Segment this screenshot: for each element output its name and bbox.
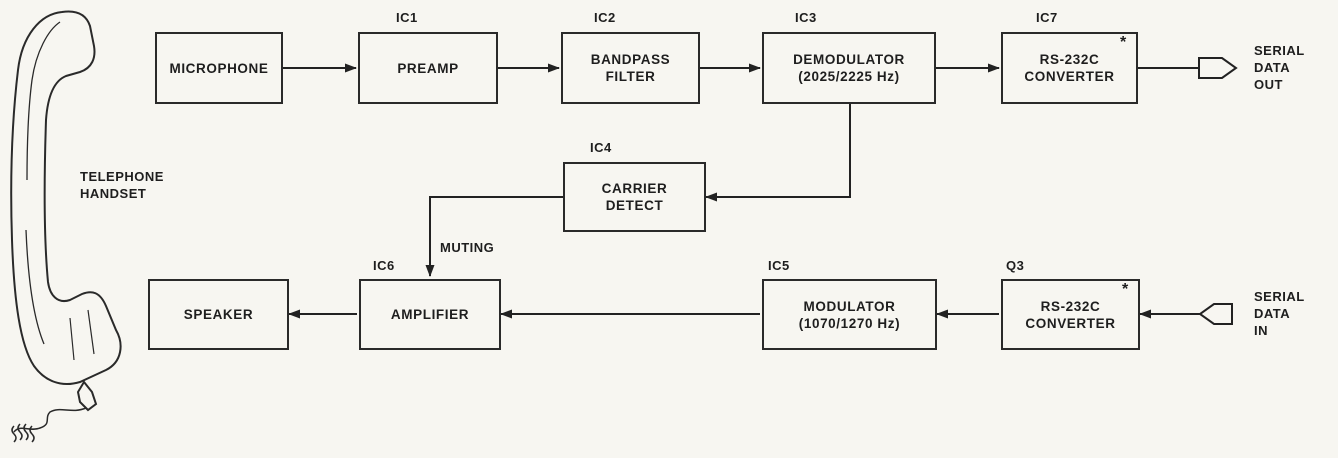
demodulator-block: DEMODULATOR (2025/2225 Hz) [762, 32, 936, 104]
handset-label: TELEPHONE HANDSET [80, 169, 164, 201]
preamp-block: PREAMP [358, 32, 498, 104]
modulator-block: MODULATOR (1070/1270 Hz) [762, 279, 937, 350]
ic6-label: IC6 [373, 258, 395, 273]
serial-data-out-label: SERIAL DATA OUT [1254, 43, 1305, 92]
rs232-in-asterisk: * [1122, 281, 1129, 298]
rs232c-converter-in-block: RS-232C CONVERTER [1001, 279, 1140, 350]
carrier-detect-block: CARRIER DETECT [563, 162, 706, 232]
ic3-label: IC3 [795, 10, 817, 25]
muting-label: MUTING [440, 240, 495, 255]
ic1-label: IC1 [396, 10, 418, 25]
q3-label: Q3 [1006, 258, 1025, 273]
serial-out-connector-icon [1198, 57, 1238, 79]
speaker-block: SPEAKER [148, 279, 289, 350]
serial-data-in-label: SERIAL DATA IN [1254, 289, 1305, 338]
rs232-out-asterisk: * [1120, 34, 1127, 51]
amplifier-block: AMPLIFIER [359, 279, 501, 350]
arrow-demod-to-carrier [705, 104, 851, 202]
ic4-label: IC4 [590, 140, 612, 155]
ic2-label: IC2 [594, 10, 616, 25]
ic5-label: IC5 [768, 258, 790, 273]
serial-in-connector-icon [1198, 303, 1233, 325]
ic7-label: IC7 [1036, 10, 1058, 25]
telephone-handset-icon [10, 10, 122, 443]
rs232c-converter-out-block: RS-232C CONVERTER [1001, 32, 1138, 104]
bandpass-filter-block: BANDPASS FILTER [561, 32, 700, 104]
arrow-carrier-to-amplifier [425, 196, 563, 277]
microphone-block: MICROPHONE [155, 32, 283, 104]
